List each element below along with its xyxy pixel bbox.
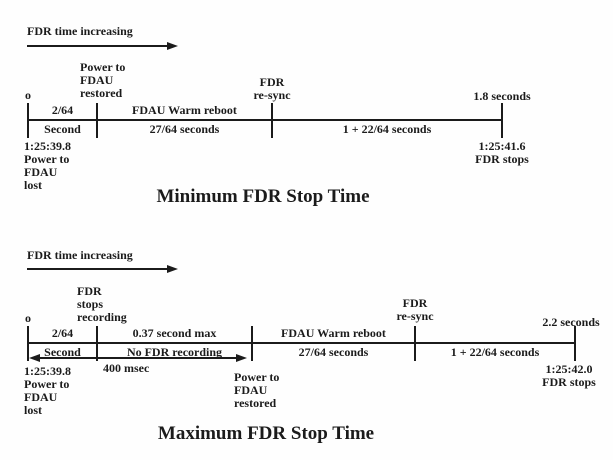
origin-marker: o — [25, 88, 31, 102]
tick-mark — [27, 103, 29, 138]
timeline-line — [28, 342, 576, 344]
segment-label-below: No FDR recording — [126, 345, 223, 359]
arrow-right-icon — [167, 265, 178, 273]
segment-label-above: 0.37 second max — [132, 326, 217, 340]
start-event-label: 1:25:39.8 Power to FDAU lost — [24, 364, 71, 417]
fdr-resync-label: FDR re-sync — [396, 296, 434, 323]
fdr-stops-recording-label: FDR stops recording — [77, 284, 127, 324]
elapsed-time-label: 1.8 seconds — [473, 89, 531, 103]
arrow-right-icon — [236, 354, 247, 362]
segment-label-above: FDAU Warm reboot — [132, 103, 237, 117]
tick-mark — [574, 326, 576, 361]
flow-direction-label: FDR time increasing — [27, 248, 133, 262]
tick-mark — [96, 103, 98, 138]
no-recording-span-arrow-line — [38, 357, 238, 359]
segment-label-below: 1 + 22/64 seconds — [450, 345, 540, 359]
segment-label-below: 27/64 seconds — [298, 345, 369, 359]
start-event-label: 1:25:39.8 Power to FDAU lost — [24, 139, 71, 192]
segment-label-above: FDAU Warm reboot — [281, 326, 386, 340]
diagram-title: Minimum FDR Stop Time — [156, 186, 370, 207]
fdr-resync-label: FDR re-sync — [253, 75, 291, 102]
end-event-label: 1:25:42.0 FDR stops — [542, 362, 596, 389]
tick-mark — [501, 103, 503, 138]
segment-label-above: 2/64 — [51, 103, 74, 117]
power-restored-label: Power to FDAU restored — [80, 60, 126, 100]
tick-mark — [414, 326, 416, 361]
end-event-label: 1:25:41.6 FDR stops — [475, 139, 529, 166]
arrow-left-icon — [29, 354, 40, 362]
segment-label-above: 2/64 — [51, 326, 74, 340]
gap-duration-label: 400 msec — [103, 361, 150, 375]
timeline-line — [28, 119, 502, 121]
tick-mark — [251, 326, 253, 361]
segment-label-below: 1 + 22/64 seconds — [342, 122, 432, 136]
tick-mark — [271, 103, 273, 138]
segment-label-below: Second — [44, 345, 81, 359]
segment-label-below: Second — [44, 122, 81, 136]
tick-mark — [96, 326, 98, 361]
arrow-right-icon — [167, 42, 178, 50]
power-restored-label: Power to FDAU restored — [234, 370, 280, 410]
segment-label-below: 27/64 seconds — [149, 122, 220, 136]
elapsed-time-label: 2.2 seconds — [542, 315, 600, 329]
diagram-title: Maximum FDR Stop Time — [157, 423, 375, 444]
flow-direction-label: FDR time increasing — [27, 24, 133, 38]
tick-mark — [27, 326, 29, 361]
flow-direction-arrow-line — [27, 268, 167, 270]
origin-marker: o — [25, 311, 31, 325]
flow-direction-arrow-line — [27, 45, 167, 47]
